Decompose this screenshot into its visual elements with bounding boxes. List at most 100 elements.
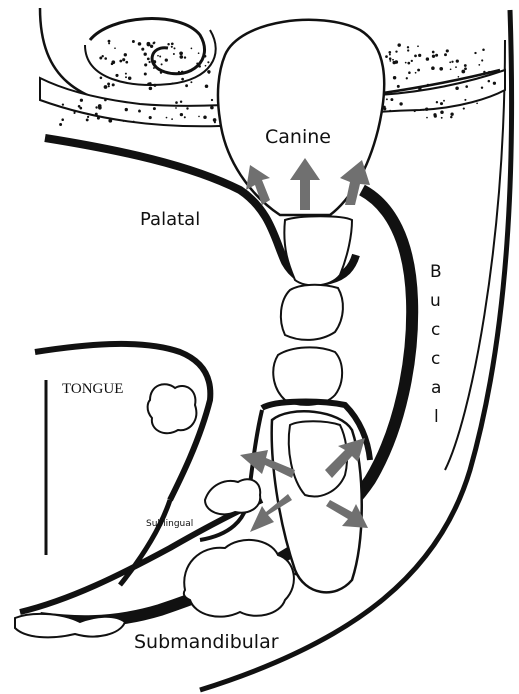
stipple-dot	[198, 52, 200, 54]
stipple-dot	[385, 55, 388, 58]
stipple-dot	[108, 42, 110, 44]
stipple-dot	[392, 59, 394, 61]
stipple-dot	[147, 58, 150, 61]
stipple-dot	[435, 54, 438, 57]
stipple-dot	[184, 116, 186, 118]
stipple-dot	[104, 57, 107, 60]
stipple-dot	[144, 63, 147, 66]
stipple-dot	[100, 77, 103, 80]
stipple-dot	[153, 84, 156, 87]
stipple-dot	[149, 116, 152, 119]
stipple-dot	[461, 70, 465, 74]
stipple-dot	[211, 99, 213, 101]
stipple-dot	[397, 85, 400, 88]
buccal-letter: c	[431, 349, 440, 369]
stipple-dot	[79, 107, 82, 110]
palatal-label: Palatal	[140, 209, 200, 230]
stipple-dot	[149, 87, 153, 91]
stipple-dot	[122, 58, 125, 61]
stipple-dot	[173, 53, 175, 55]
stipple-dot	[171, 118, 173, 120]
stipple-dot	[436, 101, 438, 103]
canine-label: Canine	[265, 126, 331, 148]
stipple-dot	[393, 76, 396, 79]
stipple-dot	[464, 99, 466, 101]
stipple-dot	[203, 116, 207, 120]
stipple-dot	[175, 101, 178, 104]
stipple-dot	[481, 86, 483, 88]
stipple-dot	[144, 72, 147, 75]
submandibular-label: Submandibular	[134, 631, 279, 653]
stipple-dot	[59, 123, 62, 126]
stipple-dot	[204, 55, 207, 58]
stipple-dot	[179, 51, 183, 55]
stipple-dot	[205, 85, 209, 89]
stipple-dot	[167, 43, 169, 45]
stipple-dot	[180, 100, 182, 102]
stipple-dot	[431, 66, 435, 70]
stipple-dot	[119, 60, 122, 63]
stipple-dot	[138, 42, 142, 46]
stipple-dot	[407, 62, 410, 65]
stipple-dot	[456, 59, 459, 62]
stipple-dot	[407, 46, 409, 48]
stipple-dot	[425, 108, 428, 111]
stipple-dot	[463, 108, 465, 110]
stipple-dot	[178, 71, 180, 73]
stipple-dot	[153, 60, 156, 63]
stipple-dot	[432, 55, 435, 58]
stipple-dot	[423, 109, 425, 111]
stipple-dot	[450, 68, 452, 70]
stipple-dot	[414, 110, 416, 112]
stipple-dot	[440, 102, 443, 105]
stipple-dot	[441, 117, 443, 119]
buccal-letter: l	[434, 407, 439, 427]
stipple-dot	[464, 67, 467, 70]
sublingual-label: Sublingual	[146, 519, 193, 529]
stipple-dot	[465, 85, 468, 88]
stipple-dot	[493, 82, 496, 85]
stipple-dot	[443, 100, 445, 102]
stipple-dot	[160, 71, 162, 73]
turbinate-outer	[85, 30, 216, 85]
buccal-letter: c	[431, 320, 440, 340]
stipple-dot	[128, 77, 131, 80]
stipple-dot	[451, 61, 453, 63]
stipple-dot	[87, 116, 89, 118]
stipple-dot	[104, 99, 107, 102]
stipple-dot	[171, 42, 174, 45]
stipple-dot	[104, 85, 108, 89]
stipple-dot	[124, 53, 127, 56]
lower-premolar	[273, 347, 342, 404]
mandible-inner	[200, 410, 262, 540]
stipple-dot	[125, 108, 128, 111]
stipple-dot	[179, 55, 183, 59]
submandibular-gland	[184, 540, 294, 617]
stipple-dot	[432, 51, 435, 54]
stipple-dot	[95, 106, 97, 108]
stipple-dot	[470, 76, 472, 78]
stipple-dot	[481, 59, 483, 61]
stipple-dot	[418, 87, 421, 90]
stipple-dot	[389, 54, 391, 56]
buccal-letter: u	[430, 291, 441, 311]
stipple-dot	[172, 82, 174, 84]
stipple-dot	[444, 53, 447, 56]
stipple-dot	[95, 113, 98, 116]
stipple-dot	[474, 52, 476, 54]
stipple-dot	[426, 117, 428, 119]
stipple-dot	[455, 66, 457, 68]
stipple-dot	[123, 120, 125, 122]
stipple-dot	[394, 60, 398, 64]
stipple-dot	[415, 72, 417, 74]
upper-premolar	[281, 285, 343, 340]
stipple-dot	[399, 102, 402, 105]
stipple-dot	[464, 64, 467, 67]
stipple-dot	[157, 55, 159, 57]
stipple-dot	[161, 63, 163, 65]
stipple-dot	[411, 60, 413, 62]
stipple-dot	[445, 85, 447, 87]
stipple-dot	[111, 63, 114, 66]
stipple-dot	[198, 65, 201, 68]
